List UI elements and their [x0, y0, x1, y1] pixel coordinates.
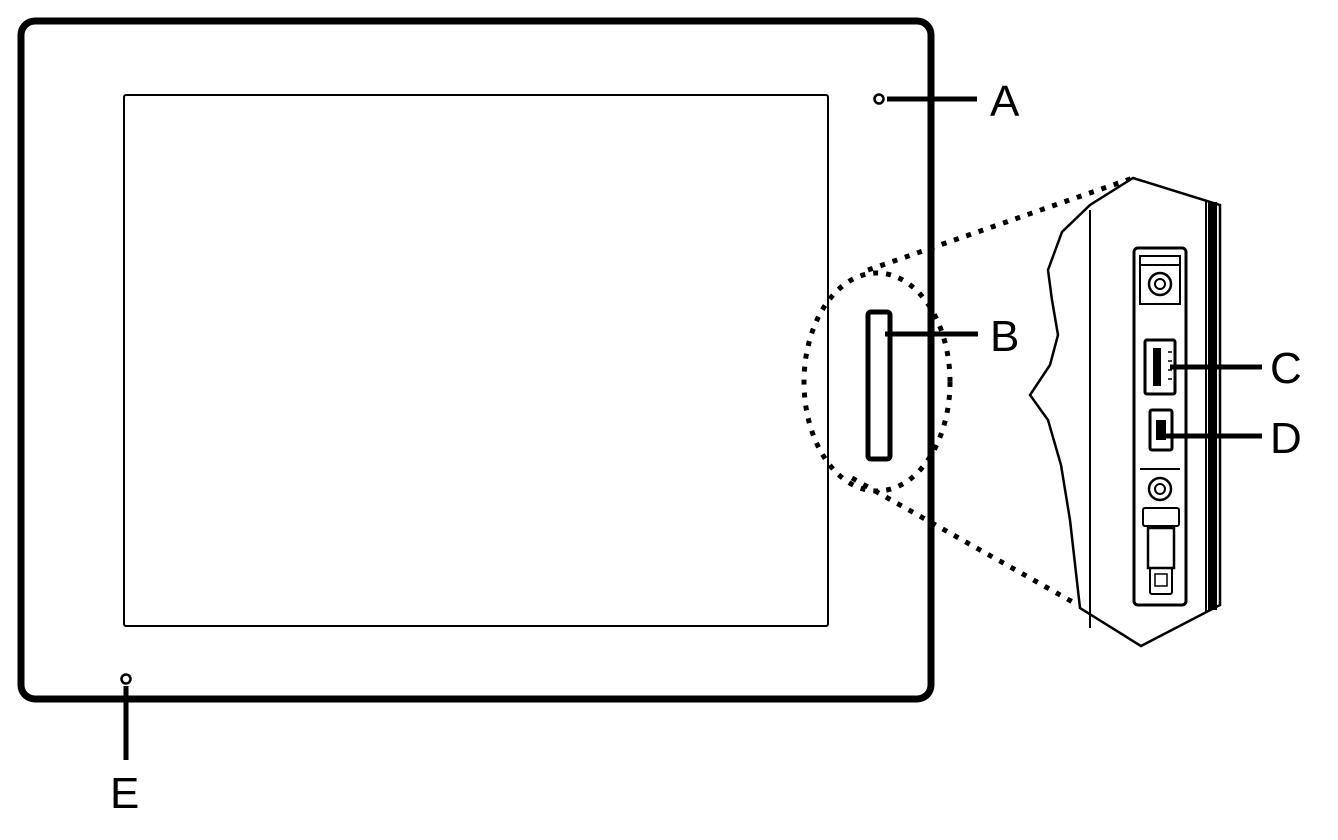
label-c: C	[1270, 344, 1302, 393]
latch-tab	[1149, 567, 1173, 595]
indicator-led-e	[120, 673, 132, 685]
top-screw-icon	[1140, 264, 1180, 297]
port-panel	[1132, 246, 1188, 607]
label-d: D	[1270, 414, 1302, 463]
projection-line-bottom	[850, 475, 1080, 608]
bottom-screw-icon	[1140, 468, 1180, 502]
device-housing	[17, 17, 935, 703]
label-b: B	[990, 312, 1019, 361]
usb-a-port-tongue	[1153, 348, 1161, 386]
label-a: A	[990, 77, 1020, 126]
latch-hole-icon	[1154, 573, 1168, 587]
usb-mini-port	[1148, 408, 1174, 452]
detail-cutaway-outline	[1028, 176, 1222, 648]
latch-top-bracket	[1142, 507, 1180, 527]
label-e: E	[110, 769, 139, 818]
side-slot	[865, 309, 893, 462]
usb-mini-port-tongue	[1156, 420, 1166, 440]
indicator-led-a	[873, 93, 885, 105]
detail-rear-edge	[1208, 202, 1217, 610]
detail-view	[1028, 176, 1222, 648]
display-screen	[123, 94, 829, 627]
port-panel-top-bracket	[1139, 255, 1181, 305]
